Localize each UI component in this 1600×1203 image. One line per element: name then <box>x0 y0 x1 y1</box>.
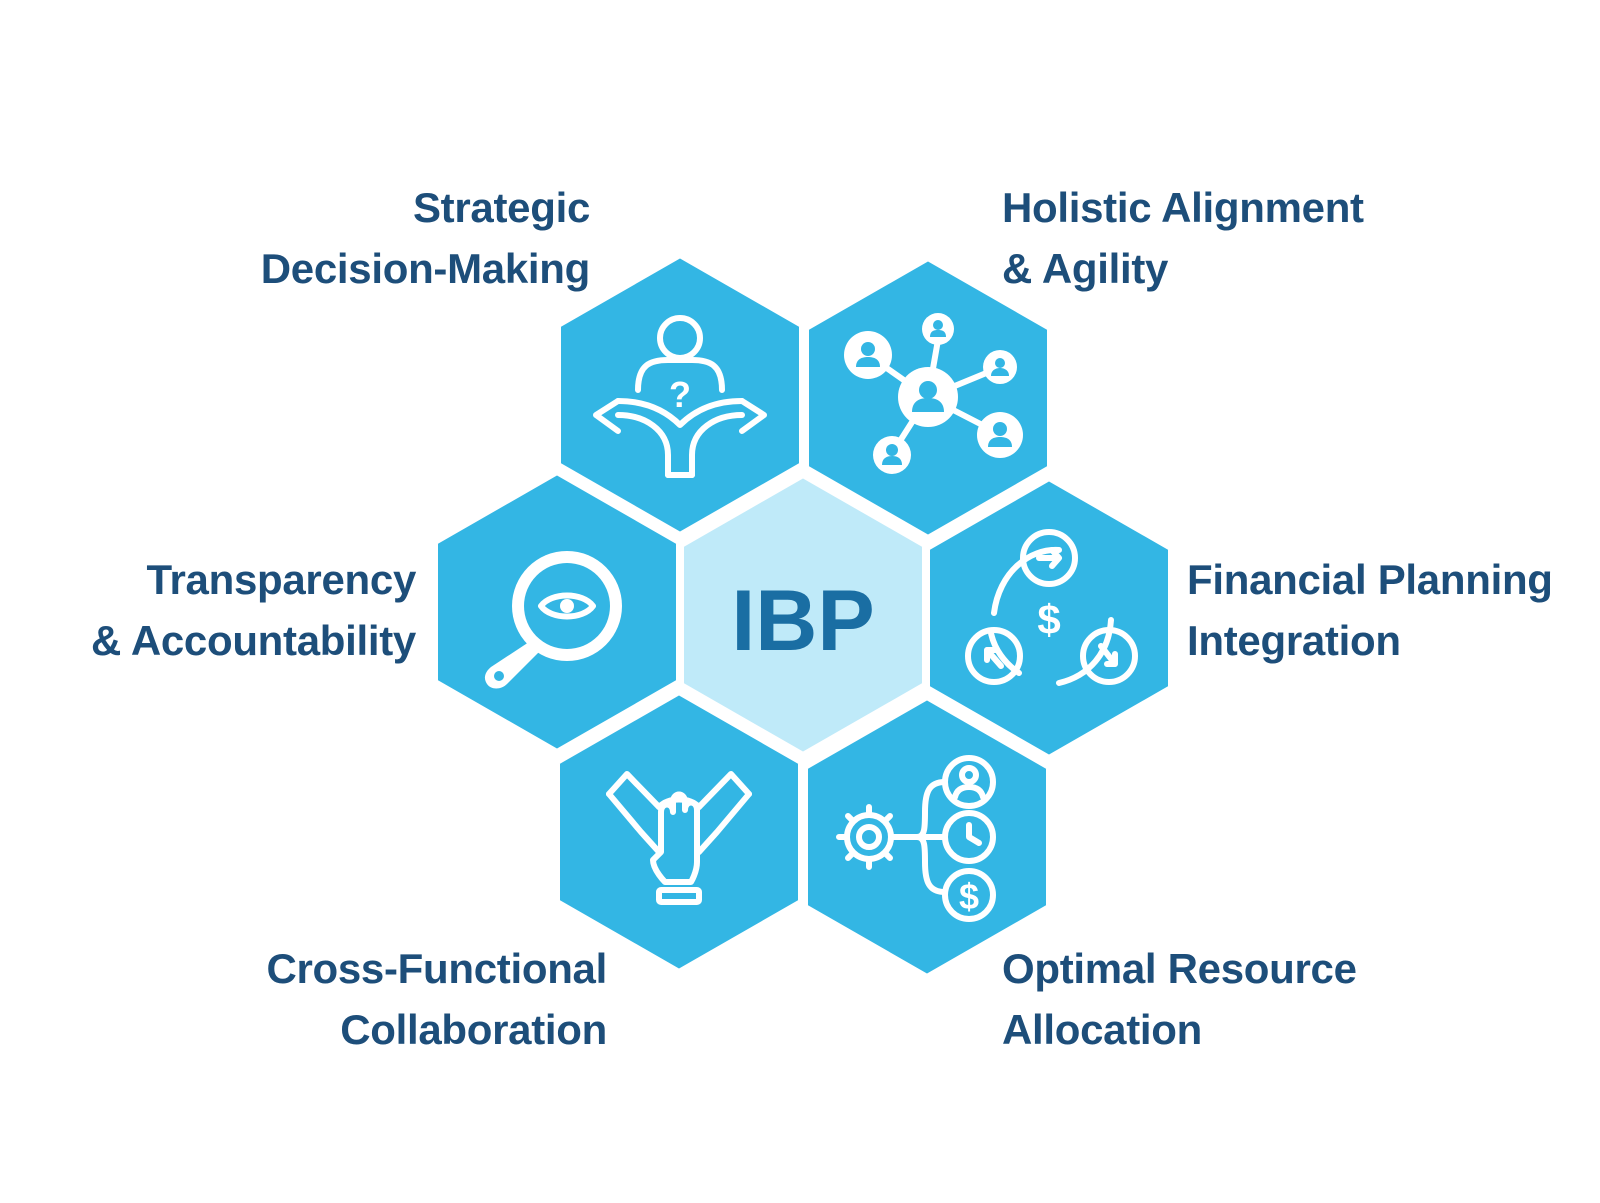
hex-center <box>678 471 928 759</box>
label-line: Integration <box>1187 617 1401 664</box>
hex-cross <box>554 688 804 976</box>
network-people-icon <box>844 313 1023 474</box>
label-strategic-decision-making: Strategic Decision-Making <box>260 177 591 299</box>
label-line: Cross-Functional <box>266 945 607 992</box>
label-line: Transparency <box>146 556 416 603</box>
label-line: & Agility <box>1002 245 1169 292</box>
label-line: Optimal Resource <box>1002 945 1357 992</box>
label-line: Strategic <box>412 184 590 231</box>
center-label: IBP <box>731 573 874 669</box>
label-holistic-alignment: Holistic Alignment & Agility <box>1002 177 1364 299</box>
label-optimal-resource: Optimal Resource Allocation <box>1002 938 1357 1060</box>
svg-text:$: $ <box>1037 596 1060 643</box>
label-line: Allocation <box>1002 1006 1203 1053</box>
dollar-cycle-icon: $ <box>965 529 1138 686</box>
decision-arrows-icon: ? <box>593 315 767 478</box>
label-line: Decision-Making <box>260 245 591 292</box>
label-line: Collaboration <box>340 1006 607 1053</box>
label-transparency-accountability: Transparency & Accountability <box>91 549 416 671</box>
joined-hands-icon <box>606 771 752 905</box>
label-line: & Accountability <box>90 617 416 664</box>
gear-resources-icon: $ <box>836 755 996 922</box>
hex-strategic <box>555 251 805 539</box>
magnifier-eye-icon <box>484 551 622 689</box>
svg-text:?: ? <box>669 374 691 415</box>
label-line: Financial Planning <box>1187 556 1553 603</box>
label-financial-planning: Financial Planning Integration <box>1187 549 1553 671</box>
svg-text:$: $ <box>959 876 979 917</box>
label-cross-functional: Cross-Functional Collaboration <box>266 938 607 1060</box>
label-line: Holistic Alignment <box>1002 184 1364 231</box>
